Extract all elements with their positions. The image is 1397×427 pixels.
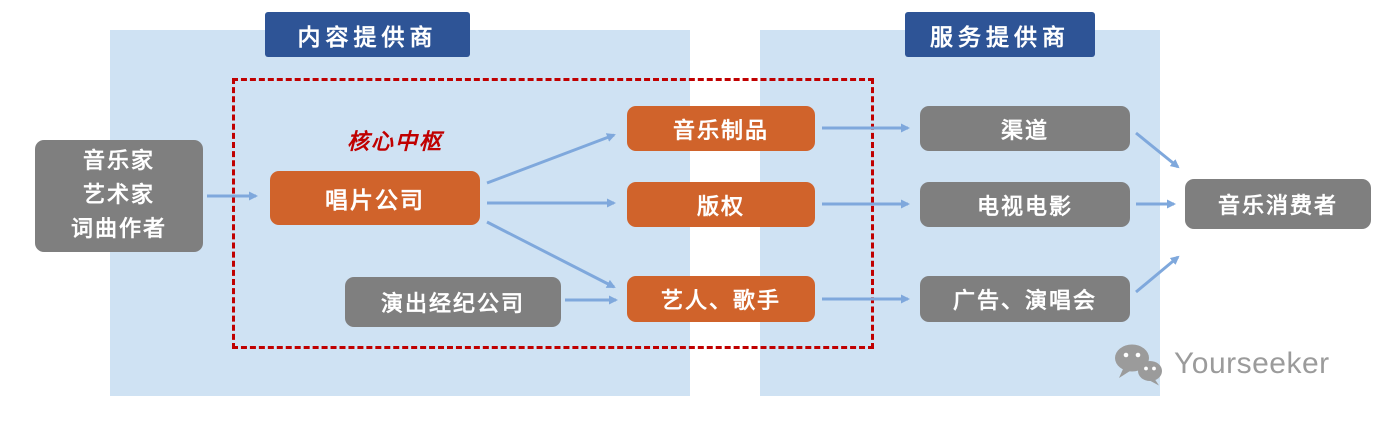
node-tv-movies: 电视电影 xyxy=(920,182,1130,227)
content-provider-header: 内容提供商 xyxy=(265,12,470,57)
node-performance-agency: 演出经纪公司 xyxy=(345,277,561,327)
wechat-icon xyxy=(1115,344,1162,386)
node-channels: 渠道 xyxy=(920,106,1130,151)
core-hub-label: 核心中枢 xyxy=(346,130,443,155)
node-music-consumers: 音乐消费者 xyxy=(1185,179,1371,229)
node-music-products: 音乐制品 xyxy=(627,106,815,151)
node-ads-concerts: 广告、演唱会 xyxy=(920,276,1130,322)
node-record-company: 唱片公司 xyxy=(270,171,480,225)
node-copyright: 版权 xyxy=(627,182,815,227)
core-hub-dashed-frame xyxy=(232,78,874,349)
watermark-text: Yourseeker xyxy=(1174,347,1330,380)
service-provider-header: 服务提供商 xyxy=(905,12,1095,57)
node-artists-singers: 艺人、歌手 xyxy=(627,276,815,322)
watermark: Yourseeker xyxy=(1112,342,1330,386)
node-creators: 音乐家 艺术家 词曲作者 xyxy=(35,140,203,252)
